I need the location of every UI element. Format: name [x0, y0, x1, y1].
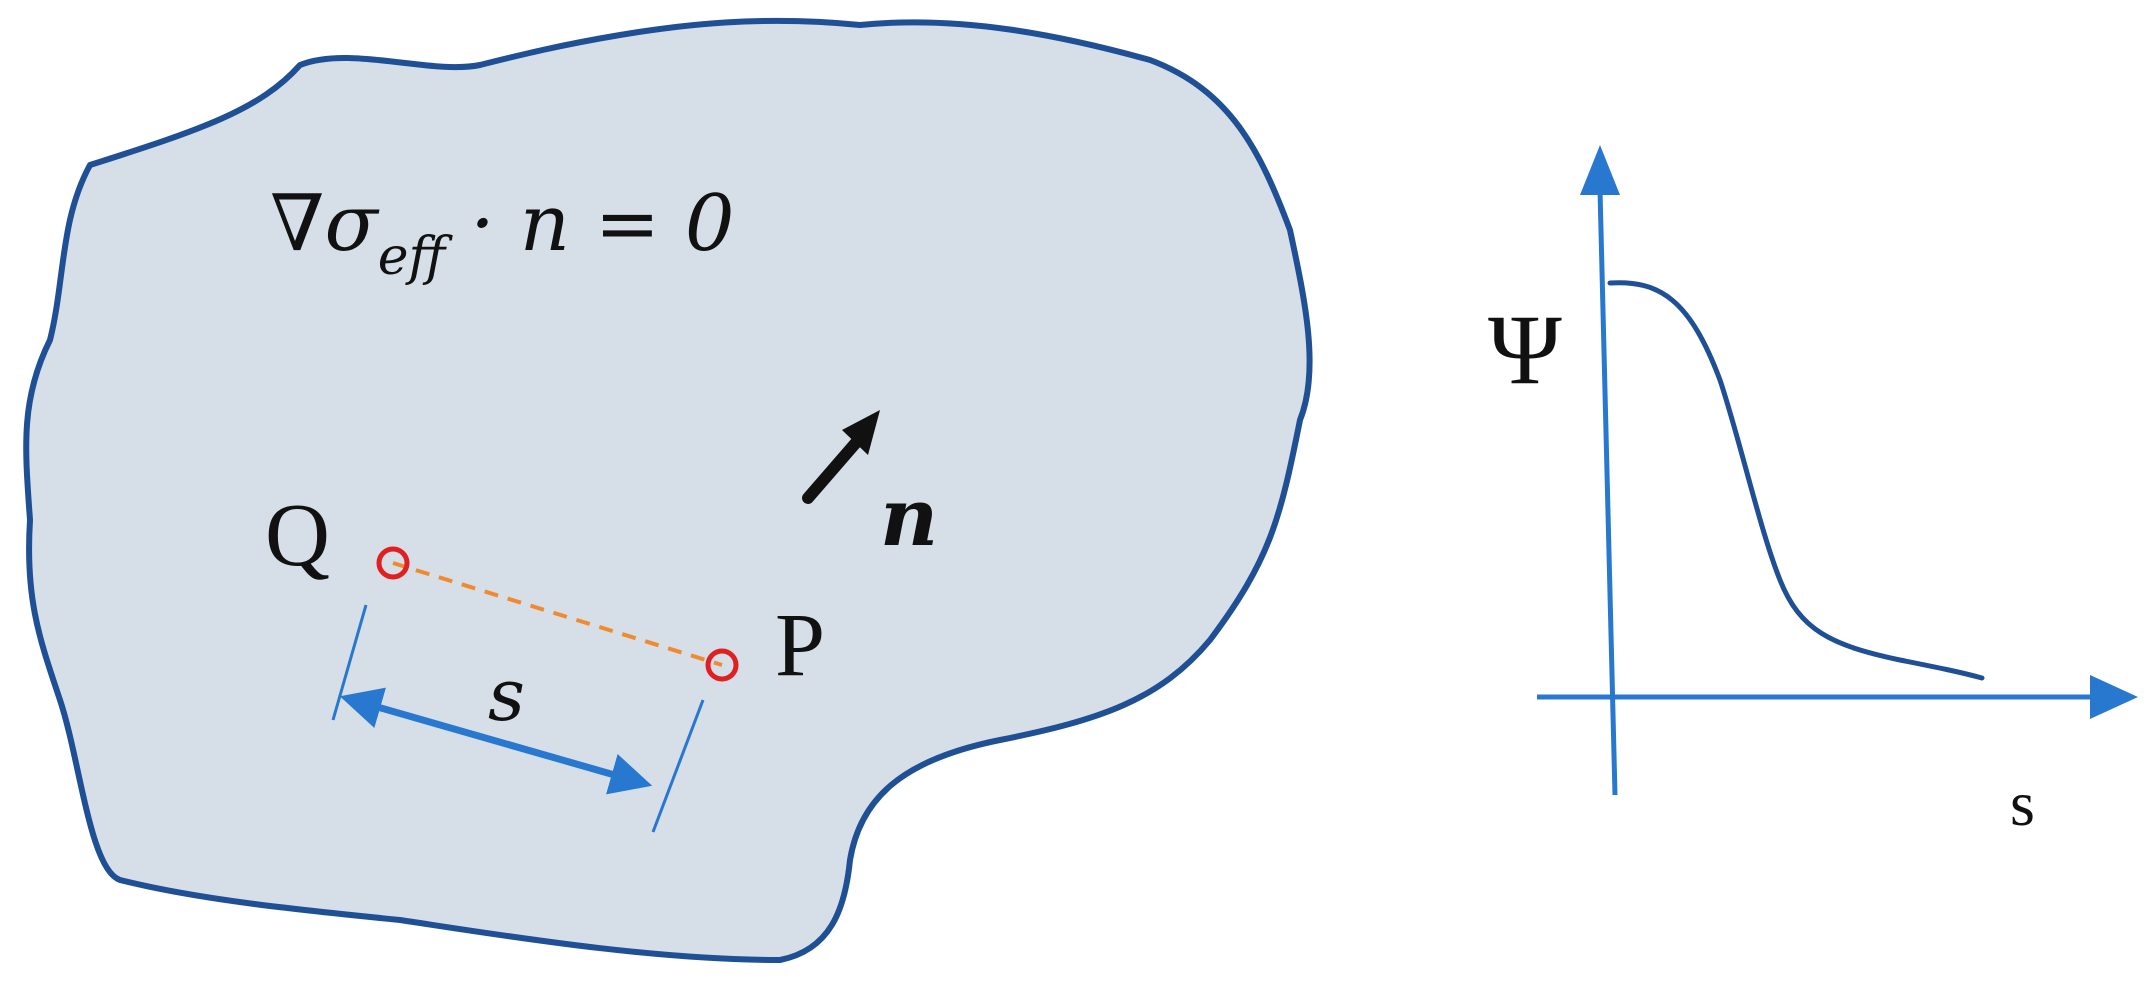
point-p-marker — [705, 648, 739, 682]
point-q-marker — [376, 546, 410, 580]
graph-y-label: Ψ — [1488, 294, 1562, 405]
boundary-equation: ∇σeff · n = 0 — [270, 179, 735, 287]
equation-rest: · n = 0 — [445, 179, 734, 269]
graph-y-axis — [1597, 189, 1618, 796]
graph-y-axis-arrowhead — [1580, 145, 1620, 195]
distance-arrow — [339, 687, 653, 795]
distance-tick-left — [331, 604, 368, 721]
equation-nabla-sigma: ∇σ — [270, 179, 379, 269]
normal-arrow-shaft — [802, 432, 866, 504]
distance-tick-right — [651, 699, 705, 833]
point-p-label: P — [775, 596, 825, 695]
point-q-label: Q — [265, 486, 330, 585]
graph-x-label: s — [2010, 768, 2035, 839]
region-shape — [23, 17, 1313, 963]
normal-label: n — [880, 470, 938, 564]
normal-arrow-head — [842, 410, 880, 455]
psi-decay-curve — [1607, 280, 1985, 681]
graph-x-axis-arrowhead — [2090, 675, 2138, 719]
equation-subscript: eff — [378, 227, 454, 287]
distance-label: s — [488, 653, 525, 737]
q-p-dashed-line — [392, 561, 723, 667]
